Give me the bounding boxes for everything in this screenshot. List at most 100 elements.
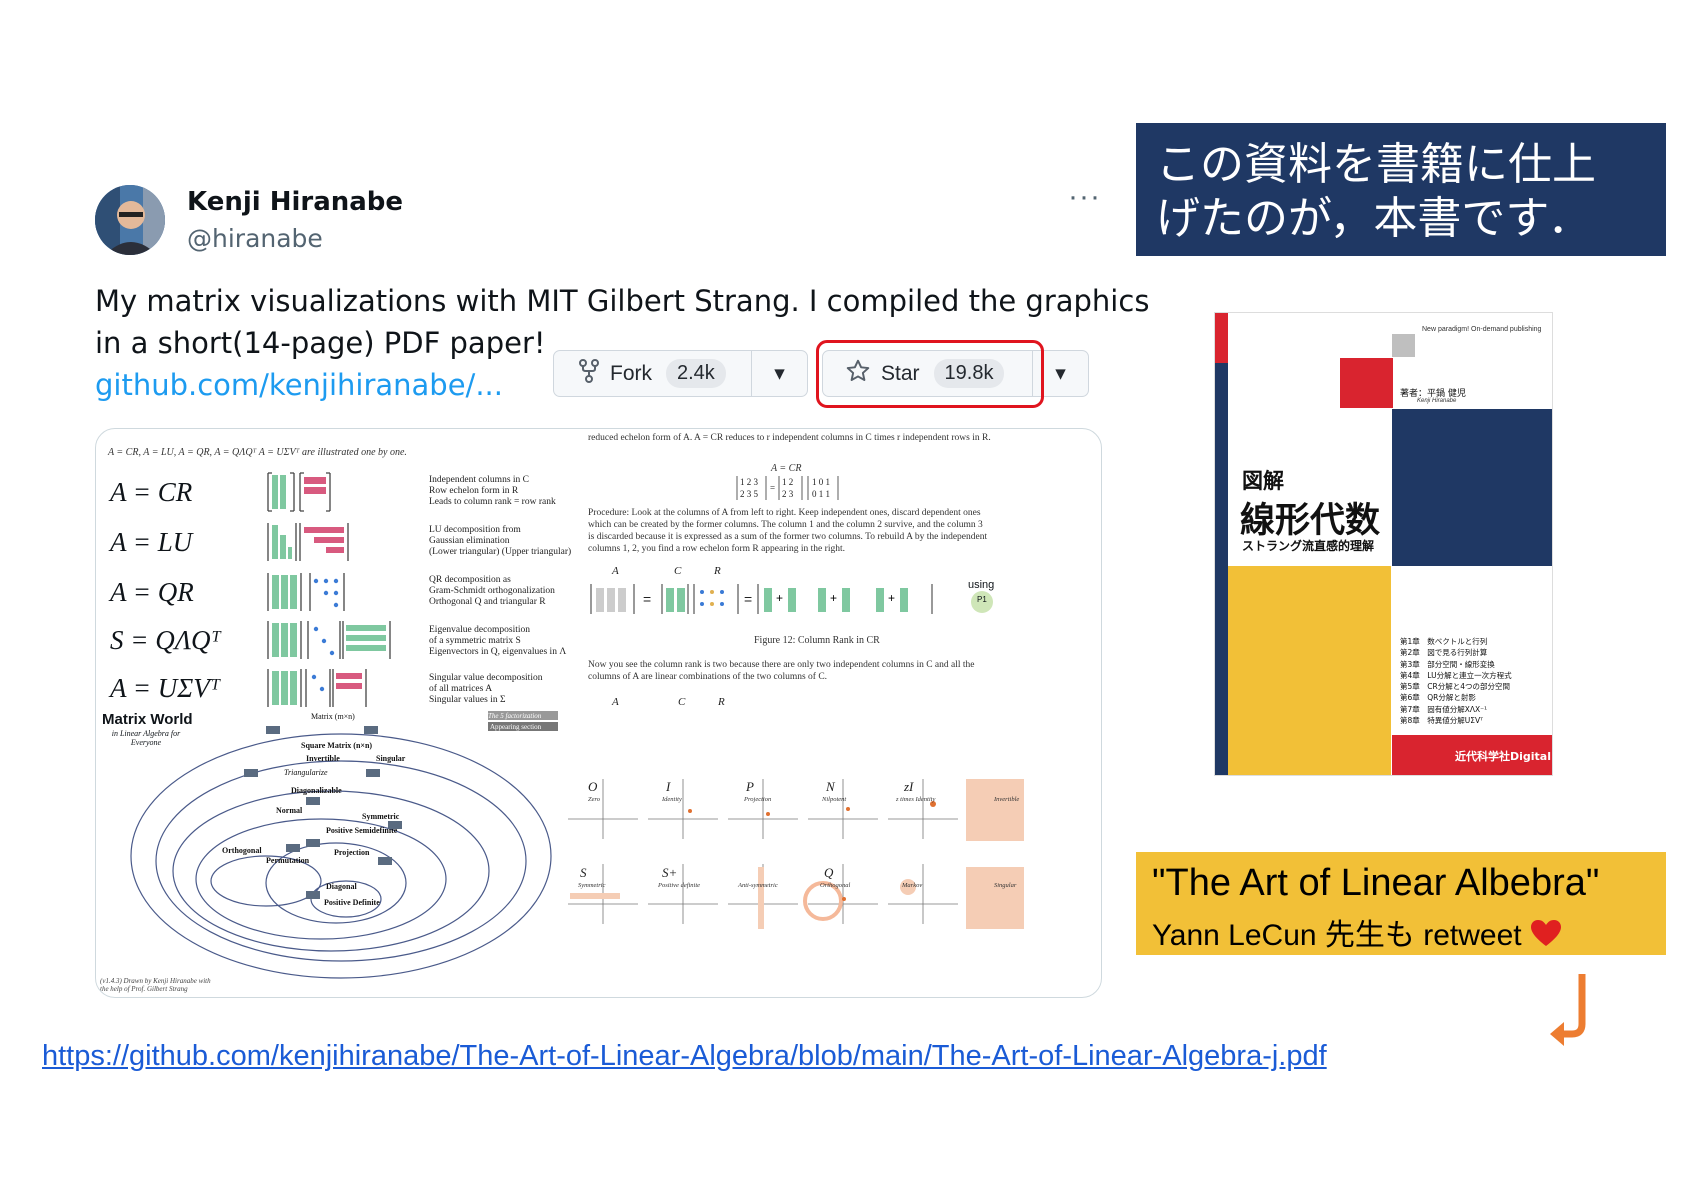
star-dropdown[interactable]: ▾ bbox=[1032, 351, 1088, 396]
svg-text:Square Matrix (n×n): Square Matrix (n×n) bbox=[301, 741, 372, 750]
svg-text:=: = bbox=[744, 591, 752, 607]
book-gray-block bbox=[1392, 334, 1415, 357]
svg-text:Triangularize: Triangularize bbox=[284, 768, 328, 777]
svg-text:Matrix (m×n): Matrix (m×n) bbox=[311, 712, 355, 721]
fork-label: Fork bbox=[610, 361, 652, 385]
matrix-world-diagram: Matrix (m×n) Square Matrix (n×n) Inverti… bbox=[130, 711, 558, 979]
book-title: 線形代数 bbox=[1240, 501, 1381, 541]
svg-text:Nilpotent: Nilpotent bbox=[821, 796, 846, 803]
svg-text:Diagonalizable: Diagonalizable bbox=[291, 786, 342, 795]
book-title-small: 図解 bbox=[1242, 469, 1284, 493]
svg-text:Symmetric: Symmetric bbox=[362, 812, 400, 821]
svg-text:Positive definite: Positive definite bbox=[657, 882, 700, 889]
appearing-label: Appearing section bbox=[490, 723, 542, 731]
book-cover[interactable]: New paradigm! On-demand publishing 著者：平鍋… bbox=[1215, 313, 1552, 775]
figure-acr: A = CR bbox=[771, 463, 802, 474]
svg-text:=: = bbox=[770, 483, 775, 493]
tweet-link[interactable]: github.com/kenjihiranabe/... bbox=[95, 368, 503, 402]
pdf-url-link[interactable]: https://github.com/kenjihiranabe/The-Art… bbox=[42, 1040, 1327, 1072]
tweet-text-line1: My matrix visualizations with MIT Gilber… bbox=[95, 284, 1150, 318]
svg-text:Projection: Projection bbox=[334, 848, 370, 857]
p1-badge: P1 bbox=[977, 595, 987, 604]
figure-caption: Figure 12: Column Rank in CR bbox=[754, 635, 880, 646]
chevron-down-icon: ▾ bbox=[774, 362, 785, 385]
figure-signature: (v1.4.3) Drawn by Kenji Hiranabe with th… bbox=[100, 977, 211, 993]
return-arrow-icon bbox=[1548, 972, 1592, 1053]
figure-right-top: reduced echelon form of A. A = CR reduce… bbox=[588, 433, 991, 443]
svg-text:Projection: Projection bbox=[743, 796, 771, 803]
svg-text:R: R bbox=[717, 696, 725, 708]
svg-text:1 2: 1 2 bbox=[782, 477, 793, 487]
svg-text:R: R bbox=[713, 565, 721, 577]
matrix-world-subtitle: in Linear Algebra for Everyone bbox=[111, 729, 181, 747]
fork-icon bbox=[578, 358, 600, 389]
svg-text:Identity: Identity bbox=[661, 796, 682, 803]
tweet-image[interactable]: A = CR, A = LU, A = QR, A = QΛQᵀ A = UΣV… bbox=[95, 428, 1102, 998]
svg-text:zI: zI bbox=[903, 779, 914, 794]
jp-title-box bbox=[1136, 123, 1666, 256]
svg-text:2 3: 2 3 bbox=[782, 489, 794, 499]
equation-cr: A = CR bbox=[110, 477, 193, 507]
avatar-image bbox=[95, 185, 165, 255]
using-label: using bbox=[968, 579, 995, 591]
star-count: 19.8k bbox=[933, 359, 1005, 388]
author-name[interactable]: Kenji Hiranabe bbox=[187, 187, 404, 217]
avatar[interactable] bbox=[95, 185, 165, 255]
svg-text:1 2 3: 1 2 3 bbox=[740, 477, 759, 487]
svg-text:Singular: Singular bbox=[376, 754, 406, 763]
star-icon bbox=[845, 358, 871, 390]
book-red-block bbox=[1340, 358, 1393, 408]
svg-text:N: N bbox=[825, 779, 836, 794]
svg-text:Diagonal: Diagonal bbox=[326, 882, 357, 891]
equation-eigen: S = QΛQᵀ bbox=[110, 625, 221, 655]
svg-text:C: C bbox=[674, 565, 682, 577]
book-chapters: 第1章 数ベクトルと行列第2章 図で見る行列計算第3章 部分空間・線形変換第4章… bbox=[1400, 637, 1512, 726]
column-rank-illustration: A C R = = + + + bbox=[590, 565, 993, 614]
fork-button[interactable]: Fork 2.4k ▾ bbox=[553, 350, 808, 397]
svg-text:+: + bbox=[830, 591, 837, 605]
equation-qr: A = QR bbox=[110, 577, 194, 607]
jp-title: この資料を書籍に仕上 げたのが，本書です． bbox=[1156, 139, 1596, 244]
figure-procedure: Procedure: Look at the columns of A from… bbox=[588, 508, 988, 554]
svg-text:+: + bbox=[776, 591, 783, 605]
author-handle[interactable]: @hiranabe bbox=[187, 224, 323, 253]
fork-dropdown[interactable]: ▾ bbox=[751, 351, 807, 396]
svg-text:Positive Definite: Positive Definite bbox=[324, 898, 380, 907]
svg-text:Orthogonal: Orthogonal bbox=[222, 846, 262, 855]
star-highlight-box bbox=[816, 340, 1044, 408]
quote-subtitle: Yann LeCun 先生も retweet bbox=[1152, 910, 1562, 955]
book-publisher: 近代科学社Digital bbox=[1455, 750, 1551, 763]
svg-text:S: S bbox=[580, 865, 587, 880]
svg-text:Q: Q bbox=[824, 865, 834, 880]
svg-text:A: A bbox=[611, 696, 619, 708]
svg-text:Anti-symmetric: Anti-symmetric bbox=[737, 882, 778, 889]
svg-text:Markov: Markov bbox=[901, 882, 922, 889]
quote-box bbox=[1136, 852, 1666, 955]
tweet-text-line2: in a short(14-page) PDF paper! bbox=[95, 326, 546, 360]
figure-now-text: Now you see the column rank is two becau… bbox=[588, 660, 975, 682]
book-spine bbox=[1215, 313, 1228, 775]
svg-text:Positive Semidefinite: Positive Semidefinite bbox=[326, 826, 398, 835]
figure-intro: A = CR, A = LU, A = QR, A = QΛQᵀ A = UΣV… bbox=[108, 447, 407, 458]
star-label: Star bbox=[881, 361, 920, 385]
matrix-world-title: Matrix World bbox=[102, 711, 193, 728]
star-button[interactable]: Star 19.8k ▾ bbox=[822, 350, 1089, 397]
book-publisher-bar bbox=[1392, 735, 1552, 775]
svg-text:+: + bbox=[888, 591, 895, 605]
svg-text:Invertible: Invertible bbox=[306, 754, 340, 763]
svg-text:S+: S+ bbox=[662, 865, 677, 880]
svg-text:Orthogonal: Orthogonal bbox=[820, 882, 851, 889]
svg-text:=: = bbox=[643, 591, 651, 607]
equation-lu: A = LU bbox=[110, 527, 193, 557]
factorization-glyphs bbox=[267, 472, 391, 707]
more-icon[interactable]: ··· bbox=[1068, 180, 1101, 213]
svg-text:A: A bbox=[611, 565, 619, 577]
fork-count: 2.4k bbox=[666, 359, 726, 388]
svg-text:2 3 5: 2 3 5 bbox=[740, 489, 759, 499]
